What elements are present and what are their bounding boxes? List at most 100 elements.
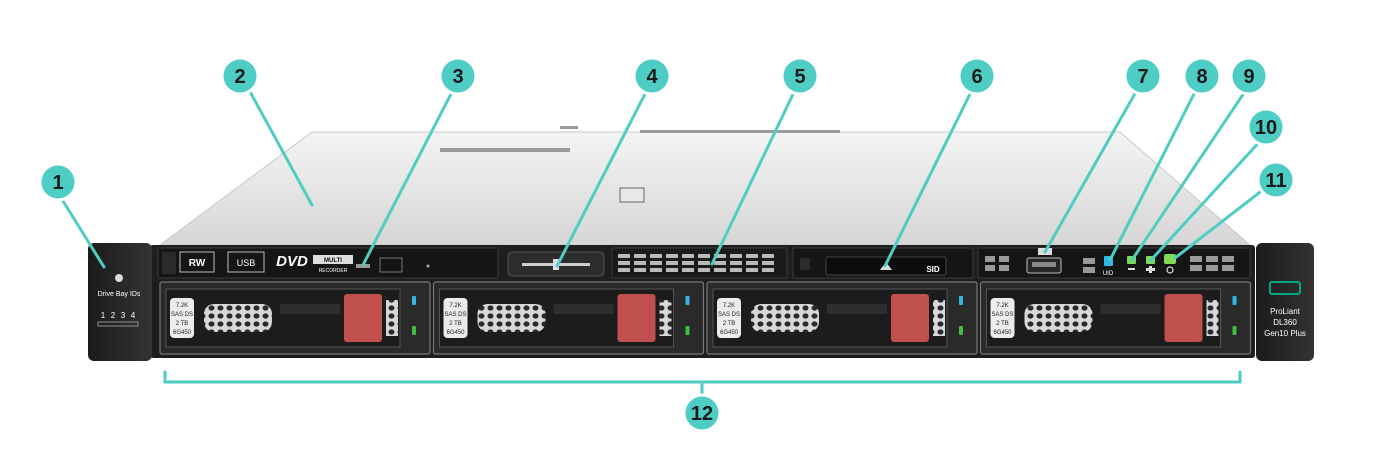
model-label: DL360 xyxy=(1273,318,1297,327)
drive-vent xyxy=(204,304,272,332)
network-icon xyxy=(1128,268,1135,270)
drive-activity-led xyxy=(1232,296,1237,305)
right-ear: ProLiant DL360 Gen10 Plus xyxy=(1256,243,1314,361)
optical-drive: RW USB DVD MULTI RECORDER xyxy=(157,247,499,279)
callout-8: 8 xyxy=(1182,56,1222,96)
svg-text:9: 9 xyxy=(1243,66,1254,88)
power-button-led[interactable] xyxy=(1164,254,1176,264)
svg-text:5: 5 xyxy=(794,66,805,88)
callouts: 1 2 3 4 5 6 7 8 9 10 11 12 xyxy=(38,56,1296,433)
drive-spec-text: 7.2K xyxy=(176,303,188,309)
rw-badge: RW xyxy=(189,258,206,269)
svg-text:10: 10 xyxy=(1255,117,1277,139)
drive-bay[interactable]: 7.2K SAS DS 2 TB 6G450 xyxy=(159,281,431,355)
drive-vent xyxy=(751,304,819,332)
callout-2: 2 xyxy=(220,56,260,96)
hpe-logo xyxy=(1269,281,1301,295)
callout-9: 9 xyxy=(1229,56,1269,96)
drive-bay-ids-label: Drive Bay IDs xyxy=(98,291,141,298)
callout-3: 3 xyxy=(438,56,478,96)
drive-label xyxy=(717,298,741,338)
front-vent-grille xyxy=(611,247,788,279)
drive-spec-text: 2 TB xyxy=(176,321,189,327)
power-icon xyxy=(1166,266,1174,274)
bay-id-4: 4 xyxy=(131,311,136,320)
dvd-logo: DVD xyxy=(276,253,308,270)
svg-text:2: 2 xyxy=(234,66,245,88)
recorder-label: RECORDER xyxy=(319,268,348,274)
systems-insight-display[interactable]: SID xyxy=(792,247,974,279)
bay-id-icon xyxy=(115,274,123,282)
drive-spec-text: 7.2K xyxy=(449,303,461,309)
generation-label: Gen10 Plus xyxy=(1264,329,1306,338)
drive-spec-text: SAS DS xyxy=(444,312,466,318)
drive-status-led xyxy=(959,326,963,335)
bay-id-2: 2 xyxy=(111,311,116,320)
svg-text:8: 8 xyxy=(1196,66,1207,88)
chassis-top-lid xyxy=(158,131,1252,246)
svg-text:7: 7 xyxy=(1137,66,1148,88)
drive-label xyxy=(443,298,468,338)
bay-id-1: 1 xyxy=(101,311,106,320)
optical-eject-button[interactable] xyxy=(379,257,403,273)
drive-release-handle[interactable] xyxy=(1164,294,1203,342)
drive-label xyxy=(170,298,194,338)
callout-12: 12 xyxy=(682,393,722,433)
brand-label: ProLiant xyxy=(1270,307,1301,316)
callout-7: 7 xyxy=(1123,56,1163,96)
drive-spec-text: 7.2K xyxy=(723,303,735,309)
callout-5: 5 xyxy=(780,56,820,96)
drive-release-handle[interactable] xyxy=(344,294,382,342)
drive-label xyxy=(990,298,1015,338)
usb-badge: USB xyxy=(237,258,256,268)
sid-label: SID xyxy=(926,265,940,274)
drive-status-led xyxy=(685,326,690,335)
drive-release-handle[interactable] xyxy=(617,294,656,342)
bay-id-3: 3 xyxy=(121,311,126,320)
drive-release-handle[interactable] xyxy=(891,294,929,342)
drive-status-led xyxy=(1232,326,1237,335)
lid-engravings xyxy=(440,126,840,203)
drive-spec-text: 2 TB xyxy=(996,321,1009,327)
svg-text:11: 11 xyxy=(1265,170,1286,192)
front-control-strip: UID xyxy=(977,247,1251,279)
drive-spec-text: 6G450 xyxy=(720,330,739,336)
drive-spec-text: SAS DS xyxy=(718,312,740,318)
svg-text:4: 4 xyxy=(646,66,658,88)
drive-bay[interactable]: 7.2K SAS DS 2 TB 6G450 xyxy=(706,281,978,355)
multi-badge: MULTI xyxy=(324,258,342,264)
callout-4: 4 xyxy=(632,56,672,96)
drive-spec-text: 2 TB xyxy=(449,321,462,327)
serial-label-pull-tab[interactable] xyxy=(507,251,605,277)
uid-label: UID xyxy=(1103,271,1114,277)
drive-vent xyxy=(1024,304,1093,332)
drive-spec-text: 7.2K xyxy=(996,303,1008,309)
svg-text:3: 3 xyxy=(452,66,463,88)
callout-10: 10 xyxy=(1246,107,1286,147)
drive-spec-text: SAS DS xyxy=(171,312,193,318)
drive-spec-text: 6G450 xyxy=(993,330,1012,336)
drive-activity-led xyxy=(685,296,690,305)
drive-spec-text: 6G450 xyxy=(446,330,465,336)
left-ear: Drive Bay IDs 1 2 3 4 xyxy=(88,243,152,361)
drive-vent xyxy=(477,304,546,332)
drive-bay[interactable]: 7.2K SAS DS 2 TB 6G450 xyxy=(432,281,705,355)
drive-bay[interactable]: 7.2K SAS DS 2 TB 6G450 xyxy=(979,281,1252,355)
svg-text:1: 1 xyxy=(52,172,63,194)
info-icon xyxy=(553,259,559,270)
svg-text:12: 12 xyxy=(691,403,713,425)
callout-1: 1 xyxy=(38,162,78,202)
drive-activity-led xyxy=(412,296,416,305)
drive-spec-text: 2 TB xyxy=(723,321,736,327)
callout-6: 6 xyxy=(957,56,997,96)
callout-11: 11 xyxy=(1256,160,1296,200)
drive-spec-text: SAS DS xyxy=(991,312,1013,318)
svg-text:6: 6 xyxy=(971,66,982,88)
drive-activity-led xyxy=(959,296,963,305)
drive-status-led xyxy=(412,326,416,335)
callout-leaders xyxy=(56,86,1275,269)
drive-spec-text: 6G450 xyxy=(173,330,192,336)
